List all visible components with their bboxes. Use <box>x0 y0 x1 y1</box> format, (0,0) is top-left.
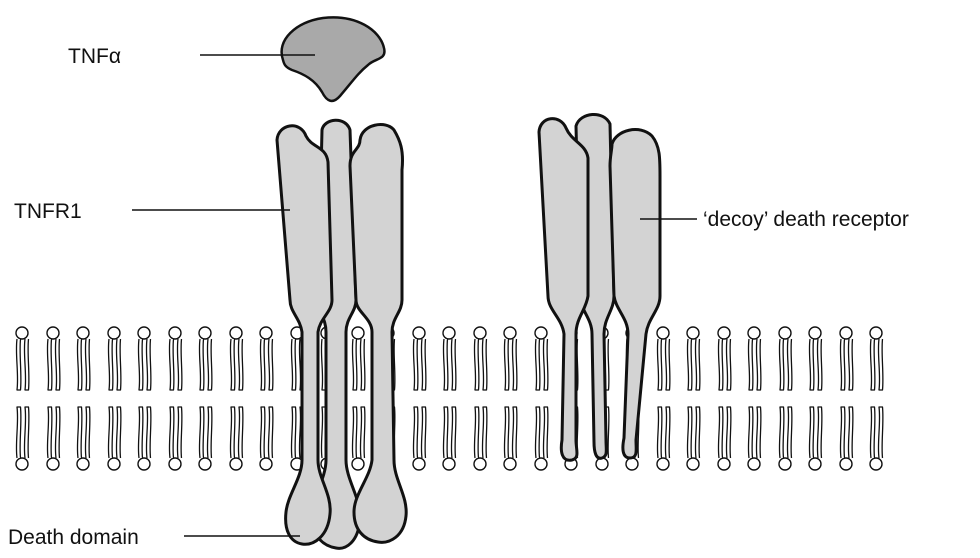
phospholipid-upper <box>870 327 883 390</box>
phospholipid-lower <box>108 407 121 470</box>
phospholipid-upper <box>535 327 548 390</box>
phospholipid-lower <box>16 407 29 470</box>
phospholipid-lower <box>535 407 548 470</box>
phospholipid-lower <box>504 407 517 470</box>
phospholipid-lower <box>230 407 243 470</box>
phospholipid-lower <box>199 407 212 470</box>
phospholipid-lower <box>138 407 151 470</box>
phospholipid-lower <box>718 407 731 470</box>
phospholipid-upper <box>657 327 670 390</box>
phospholipid-upper <box>779 327 792 390</box>
phospholipid-lower <box>474 407 487 470</box>
phospholipid-lower <box>260 407 273 470</box>
tnf-alpha-label: TNFα <box>68 45 121 68</box>
phospholipid-upper <box>840 327 853 390</box>
decoy-chain-right <box>610 130 660 458</box>
phospholipid-upper <box>352 327 365 390</box>
phospholipid-upper <box>169 327 182 390</box>
phospholipid-upper <box>718 327 731 390</box>
tnf-alpha-ligand <box>282 17 385 101</box>
phospholipid-upper <box>16 327 29 390</box>
decoy-receptor-label: ‘decoy’ death receptor <box>703 208 909 231</box>
phospholipid-upper <box>108 327 121 390</box>
tnfr1-label: TNFR1 <box>14 200 82 223</box>
death-domain-label: Death domain <box>8 526 139 549</box>
phospholipid-upper <box>138 327 151 390</box>
phospholipid-upper <box>77 327 90 390</box>
phospholipid-lower <box>809 407 822 470</box>
phospholipid-upper <box>199 327 212 390</box>
phospholipid-upper <box>504 327 517 390</box>
phospholipid-upper <box>687 327 700 390</box>
phospholipid-upper <box>413 327 426 390</box>
phospholipid-lower <box>413 407 426 470</box>
phospholipid-upper <box>809 327 822 390</box>
phospholipid-lower <box>77 407 90 470</box>
phospholipid-upper <box>230 327 243 390</box>
phospholipid-lower <box>657 407 670 470</box>
phospholipid-lower <box>47 407 60 470</box>
phospholipid-upper <box>47 327 60 390</box>
phospholipid-lower <box>779 407 792 470</box>
phospholipid-upper <box>748 327 761 390</box>
phospholipid-lower <box>169 407 182 470</box>
phospholipid-lower <box>687 407 700 470</box>
phospholipid-lower <box>352 407 365 470</box>
phospholipid-lower <box>748 407 761 470</box>
decoy-receptor <box>539 114 660 460</box>
phospholipid-lower <box>840 407 853 470</box>
phospholipid-upper <box>443 327 456 390</box>
phospholipid-lower <box>870 407 883 470</box>
phospholipid-upper <box>474 327 487 390</box>
lipid-bilayer-membrane <box>16 327 883 470</box>
phospholipid-upper <box>260 327 273 390</box>
phospholipid-lower <box>443 407 456 470</box>
